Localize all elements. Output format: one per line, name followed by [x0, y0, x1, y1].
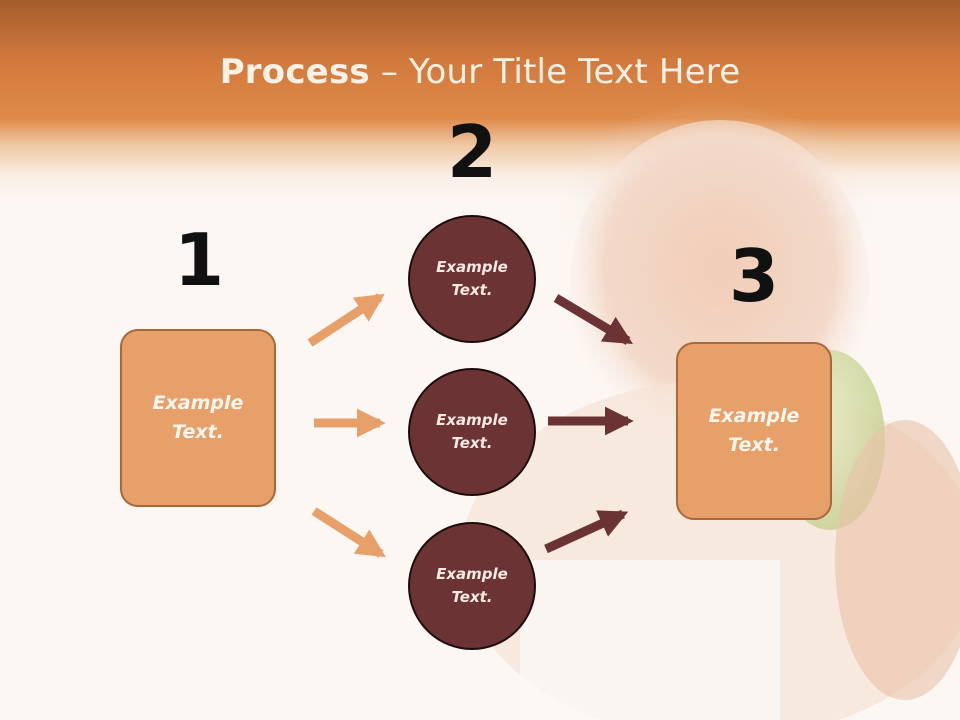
step-number-2: 2	[446, 110, 498, 194]
circle-2a-line1: Example	[436, 258, 508, 276]
arrow-2a-to-3	[553, 294, 633, 345]
title-rest: – Your Title Text Here	[369, 52, 741, 92]
circle-2b-line2: Text.	[451, 434, 493, 452]
arrow-1-to-2c	[311, 507, 386, 558]
step-number-3: 3	[728, 234, 780, 318]
box-step-3-line1: Example	[708, 405, 800, 427]
circle-2c-line1: Example	[436, 565, 508, 583]
title-strong: Process	[219, 52, 370, 92]
box-step-3-line2: Text.	[728, 434, 780, 456]
arrow-1-to-2a	[307, 293, 385, 347]
arrow-2c-to-3	[544, 509, 629, 554]
circle-2c-line2: Text.	[451, 588, 493, 606]
box-step-1-line1: Example	[152, 392, 244, 414]
box-step-1-line2: Text.	[172, 421, 224, 443]
circle-2a-line2: Text.	[451, 281, 493, 299]
page-title: Process – Your Title Text Here	[0, 52, 960, 92]
step-number-1: 1	[173, 218, 225, 302]
circle-2b-line1: Example	[436, 411, 508, 429]
